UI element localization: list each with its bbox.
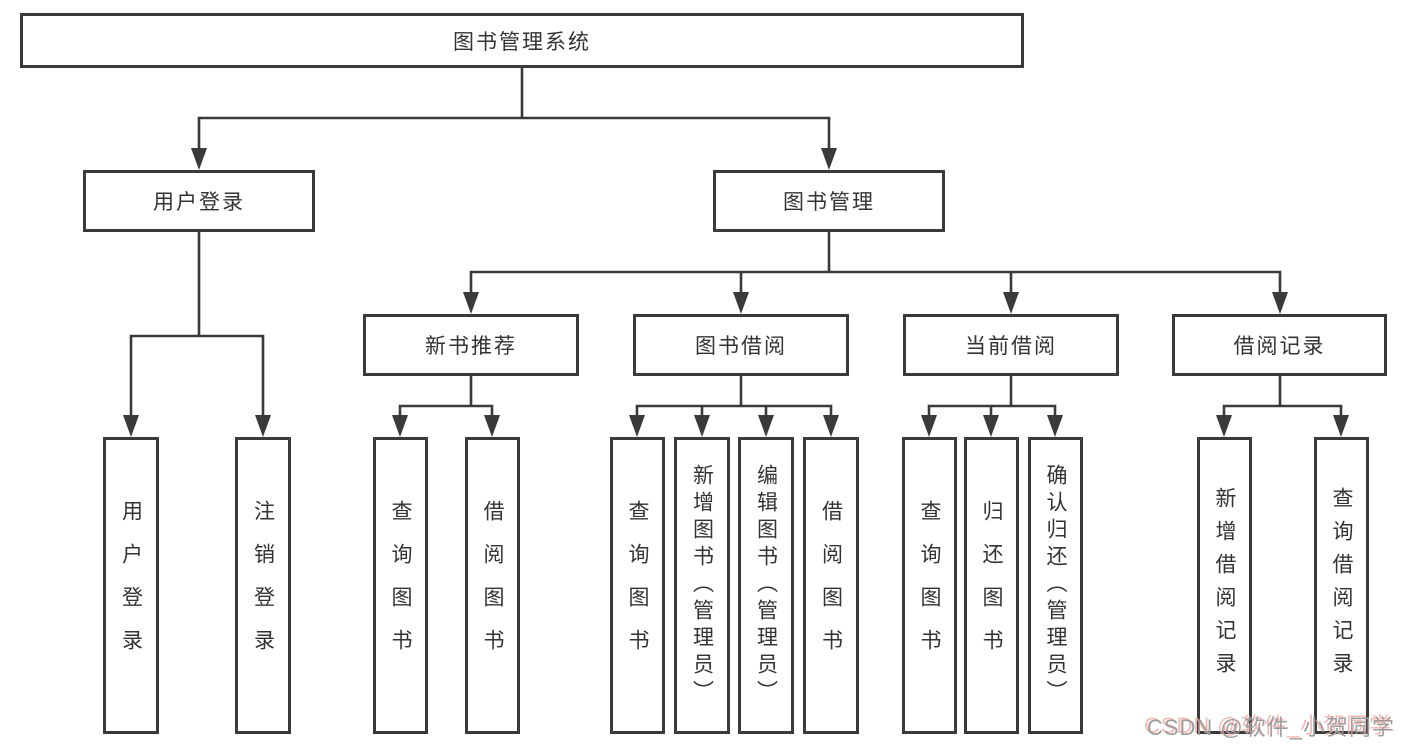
node-library-management-system: 图书管理系统	[20, 13, 1024, 68]
node-label: 编辑图书（管理员）	[754, 464, 778, 707]
node-leaf-add-borrow-record: 新增借阅记录	[1197, 437, 1252, 734]
node-label: 用户登录	[119, 499, 143, 672]
node-label: 借阅图书	[819, 499, 843, 672]
node-label: 图书管理	[783, 191, 875, 214]
node-label: 图书借阅	[695, 335, 787, 358]
node-leaf-return-books: 归还图书	[964, 437, 1019, 734]
node-leaf-add-books-admin: 新增图书（管理员）	[674, 437, 730, 734]
node-label: 用户登录	[153, 191, 245, 214]
node-label: 借阅图书	[481, 499, 504, 672]
node-label: 查询图书	[389, 499, 412, 672]
node-label: 查询图书	[626, 499, 649, 672]
node-label: 图书管理系统	[453, 30, 591, 54]
node-book-management: 图书管理	[713, 170, 945, 232]
node-label: 借阅记录	[1233, 335, 1326, 358]
node-new-book-recommendation: 新书推荐	[363, 314, 579, 376]
node-label: 当前借阅	[965, 335, 1057, 358]
node-label: 查询借阅记录	[1330, 486, 1353, 685]
node-leaf-borrow-books: 借阅图书	[803, 437, 859, 734]
node-leaf-query-books-current: 查询图书	[902, 437, 957, 734]
node-leaf-query-books-borrow: 查询图书	[610, 437, 665, 734]
node-book-borrowing: 图书借阅	[633, 314, 849, 376]
node-label: 新书推荐	[425, 335, 517, 358]
node-label: 查询图书	[918, 499, 941, 672]
node-label: 确认归还（管理员）	[1044, 464, 1067, 707]
node-leaf-confirm-return-admin: 确认归还（管理员）	[1028, 437, 1083, 734]
node-borrowing-records: 借阅记录	[1172, 314, 1387, 376]
node-label: 归还图书	[980, 499, 1003, 672]
csdn-watermark: CSDN @软件_小贺同学	[1146, 715, 1395, 740]
node-leaf-query-books-rec: 查询图书	[373, 437, 428, 734]
node-user-login: 用户登录	[83, 170, 315, 232]
node-current-borrowing: 当前借阅	[903, 314, 1119, 376]
node-leaf-logout: 注销登录	[235, 437, 291, 734]
node-leaf-user-login: 用户登录	[103, 437, 159, 734]
node-label: 注销登录	[251, 499, 275, 672]
node-leaf-edit-books-admin: 编辑图书（管理员）	[738, 437, 794, 734]
node-label: 新增借阅记录	[1213, 486, 1236, 685]
node-label: 新增图书（管理员）	[690, 464, 714, 707]
node-leaf-query-borrow-record: 查询借阅记录	[1314, 437, 1369, 734]
node-leaf-borrow-books-rec: 借阅图书	[465, 437, 520, 734]
